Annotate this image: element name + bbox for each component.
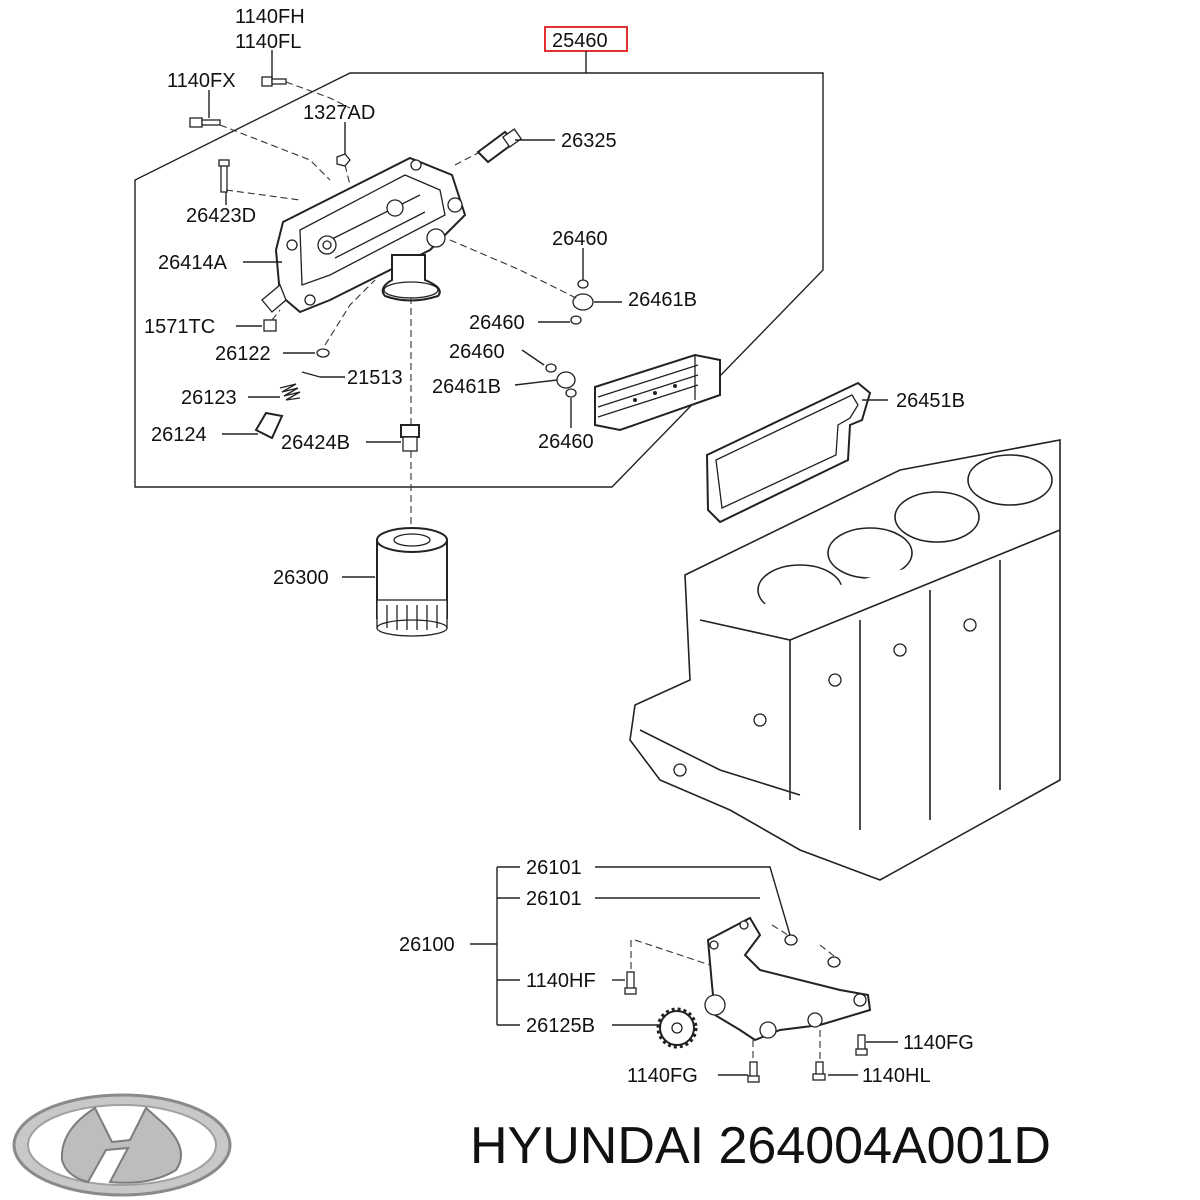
label-26123: 26123 xyxy=(181,387,237,409)
pump-bolts xyxy=(624,971,868,1083)
assembly-frame xyxy=(134,72,824,488)
product-title: HYUNDAI 264004A001D xyxy=(470,1117,1051,1175)
oil-filter-26300 xyxy=(376,527,448,637)
label-1140FH: 1140FH xyxy=(235,6,305,28)
sprocket-26125B xyxy=(656,1007,698,1049)
label-26461B-bottom: 26461B xyxy=(432,376,501,398)
label-26460-left: 26460 xyxy=(449,341,505,363)
label-1571TC: 1571TC xyxy=(144,316,215,338)
oil-pump-assembly xyxy=(704,916,872,1042)
label-26461B-top: 26461B xyxy=(628,289,697,311)
label-1140HL: 1140HL xyxy=(862,1065,931,1087)
label-26325: 26325 xyxy=(561,130,617,152)
oil-filter-housing xyxy=(261,156,467,314)
nipple-26424B xyxy=(400,424,420,452)
sensor-26325 xyxy=(476,128,523,164)
label-26101-b: 26101 xyxy=(526,888,582,910)
label-1140FL: 1140FL xyxy=(235,31,301,53)
label-26460-mid: 26460 xyxy=(469,312,525,334)
oil-cooler-26410 xyxy=(594,353,721,432)
label-26100: 26100 xyxy=(399,934,455,956)
label-26125B: 26125B xyxy=(526,1015,595,1037)
label-21513: 21513 xyxy=(347,367,403,389)
label-26101-a: 26101 xyxy=(526,857,582,879)
label-26414A: 26414A xyxy=(158,252,228,274)
washer-1327AD xyxy=(336,153,351,167)
hyundai-logo xyxy=(12,1093,232,1197)
label-26451B: 26451B xyxy=(896,390,965,412)
plug-1571TC xyxy=(263,319,277,332)
label-26300: 26300 xyxy=(273,567,329,589)
label-26423D: 26423D xyxy=(186,205,256,227)
valve-26124 xyxy=(254,411,284,440)
label-1140HF: 1140HF xyxy=(526,970,596,992)
label-1140FX: 1140FX xyxy=(167,70,236,92)
label-1140FG-bottom: 1140FG xyxy=(627,1065,698,1087)
label-26424B: 26424B xyxy=(281,432,350,454)
label-26124: 26124 xyxy=(151,424,207,446)
bolt-1140FH xyxy=(261,76,287,87)
o-rings xyxy=(545,279,594,398)
stud-26423D xyxy=(218,159,230,193)
bolt-1140FX xyxy=(189,117,221,128)
label-1140FG-right: 1140FG xyxy=(903,1032,974,1054)
engine-block xyxy=(629,439,1061,881)
washer-26122 xyxy=(316,348,330,358)
label-26460-bottom: 26460 xyxy=(538,431,594,453)
pin-21513 xyxy=(301,371,321,378)
spring-26123 xyxy=(279,383,301,401)
label-1327AD: 1327AD xyxy=(303,102,375,124)
label-26460-top: 26460 xyxy=(552,228,608,250)
label-26122: 26122 xyxy=(215,343,271,365)
label-25460: 25460 xyxy=(552,30,608,52)
